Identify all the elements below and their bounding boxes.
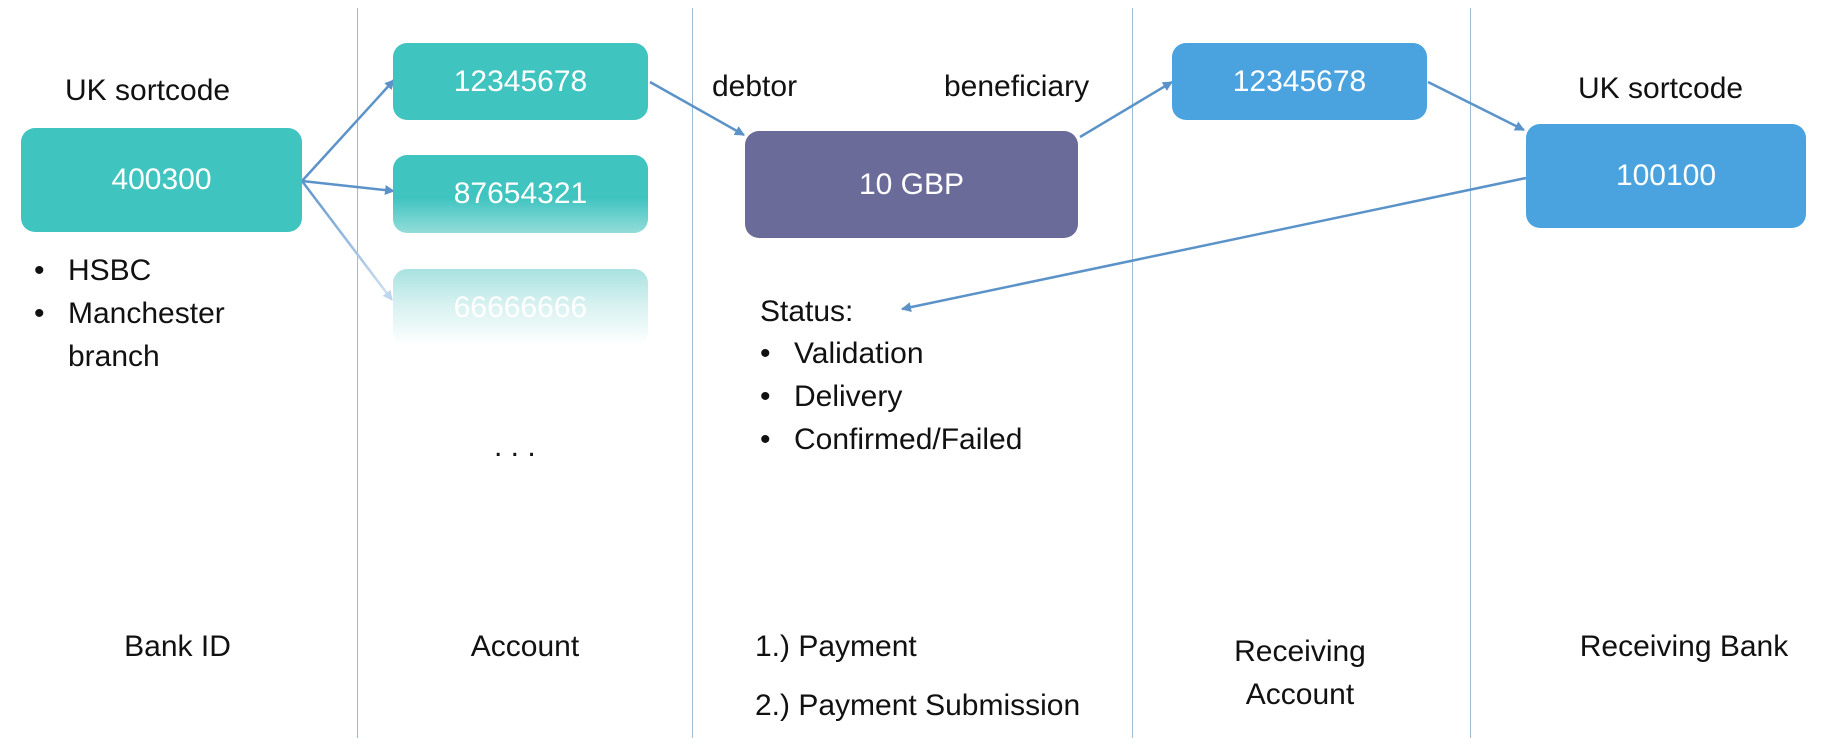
account-number: 87654321 xyxy=(453,177,588,210)
column-label-line: Receiving xyxy=(1234,635,1366,668)
payment-amount-box: 10 GBP xyxy=(745,131,1078,238)
column-label-receiving-account: Receiving Account xyxy=(1220,630,1380,716)
column-divider-3 xyxy=(1132,8,1133,738)
account-box-2: 87654321 xyxy=(393,155,648,233)
column-label-account: Account xyxy=(470,630,580,663)
arrow-sortcode-to-account-2 xyxy=(301,179,395,195)
column-divider-2 xyxy=(692,8,693,738)
receiving-account-number: 12345678 xyxy=(1232,64,1367,98)
bank-sortcode-caption: UK sortcode xyxy=(65,74,231,107)
receiving-sortcode-caption: UK sortcode xyxy=(1578,72,1744,105)
beneficiary-label: beneficiary xyxy=(944,70,1090,103)
arrow-sortcode-to-account-1 xyxy=(301,79,395,182)
arrow-payment-to-receiving-account xyxy=(1079,80,1173,139)
receiving-account-box: 12345678 xyxy=(1172,43,1427,120)
account-number: 12345678 xyxy=(453,64,588,98)
receiving-sortcode-value: 100100 xyxy=(1615,159,1717,192)
bank-detail-item: HSBC xyxy=(22,249,322,292)
bank-detail-item: Manchester branch xyxy=(22,292,268,378)
account-ellipsis: . . . xyxy=(494,430,536,463)
arrow-receiving-account-to-bank xyxy=(1427,80,1525,132)
status-title: Status: xyxy=(760,295,854,328)
payment-amount: 10 GBP xyxy=(858,167,965,201)
status-item: Delivery xyxy=(748,375,1088,418)
debtor-label: debtor xyxy=(712,70,798,103)
column-label-payment-submission: 2.) Payment Submission xyxy=(755,689,1081,722)
column-label-line: Account xyxy=(1245,678,1355,711)
column-label-payment: 1.) Payment xyxy=(755,630,917,663)
account-box-3-faded: 66666666 xyxy=(393,269,648,346)
account-box-1: 12345678 xyxy=(393,43,648,120)
status-list: Validation Delivery Confirmed/Failed xyxy=(748,332,1088,461)
bank-details-list: HSBC Manchester branch xyxy=(22,249,322,378)
status-item: Confirmed/Failed xyxy=(748,418,1088,461)
column-label-bank-id: Bank ID xyxy=(124,630,231,663)
account-number: 66666666 xyxy=(453,290,588,324)
bank-sortcode-value: 400300 xyxy=(111,163,212,196)
column-label-receiving-bank: Receiving Bank xyxy=(1579,630,1789,663)
column-divider-1 xyxy=(357,8,358,738)
bank-sortcode-box: 400300 xyxy=(21,128,302,232)
receiving-sortcode-box: 100100 xyxy=(1526,124,1806,228)
status-item: Validation xyxy=(748,332,1088,375)
column-divider-4 xyxy=(1470,8,1471,738)
